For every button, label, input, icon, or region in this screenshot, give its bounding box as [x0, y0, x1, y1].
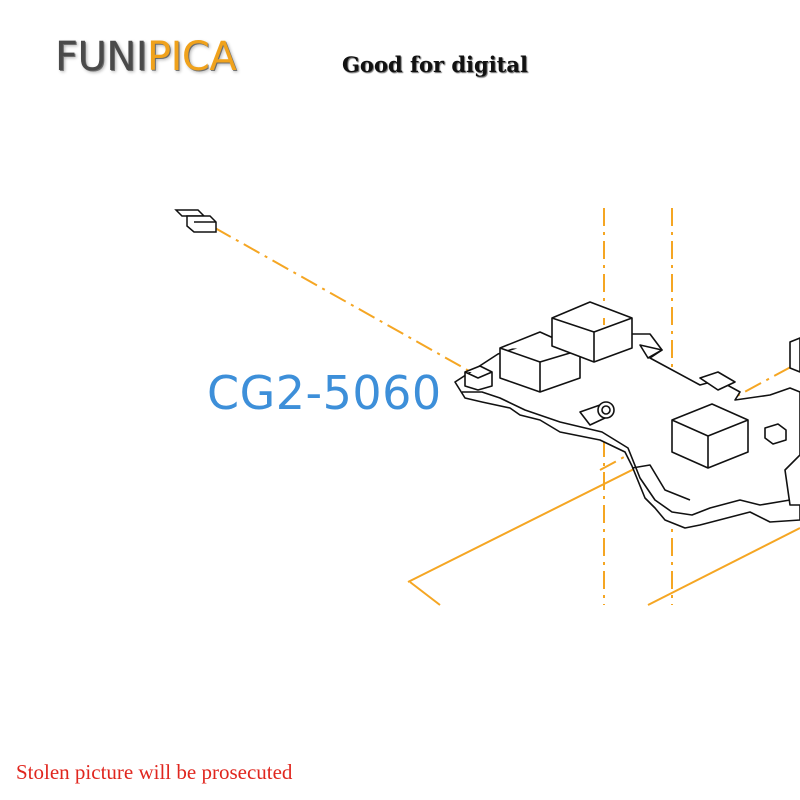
brand-logo: FUNIPICA [55, 34, 237, 80]
chip-2 [551, 301, 633, 363]
watermark-notice: Stolen picture will be prosecuted [16, 760, 293, 784]
frame-line-bottom [409, 581, 441, 606]
part-number-label: CG2-5060 [207, 366, 442, 420]
chip-3 [671, 403, 749, 469]
frame-line-front [647, 527, 800, 606]
logo-text-gray: FUNI [55, 34, 148, 80]
connector-part [174, 209, 217, 233]
guide-line-diagonal [214, 227, 479, 377]
chip-6 [789, 337, 800, 373]
chip-components [464, 301, 800, 469]
logo-text-orange: PICA [147, 34, 237, 80]
chip-4 [464, 365, 493, 391]
tagline: Good for digital [342, 52, 528, 77]
chip-5 [764, 423, 787, 445]
